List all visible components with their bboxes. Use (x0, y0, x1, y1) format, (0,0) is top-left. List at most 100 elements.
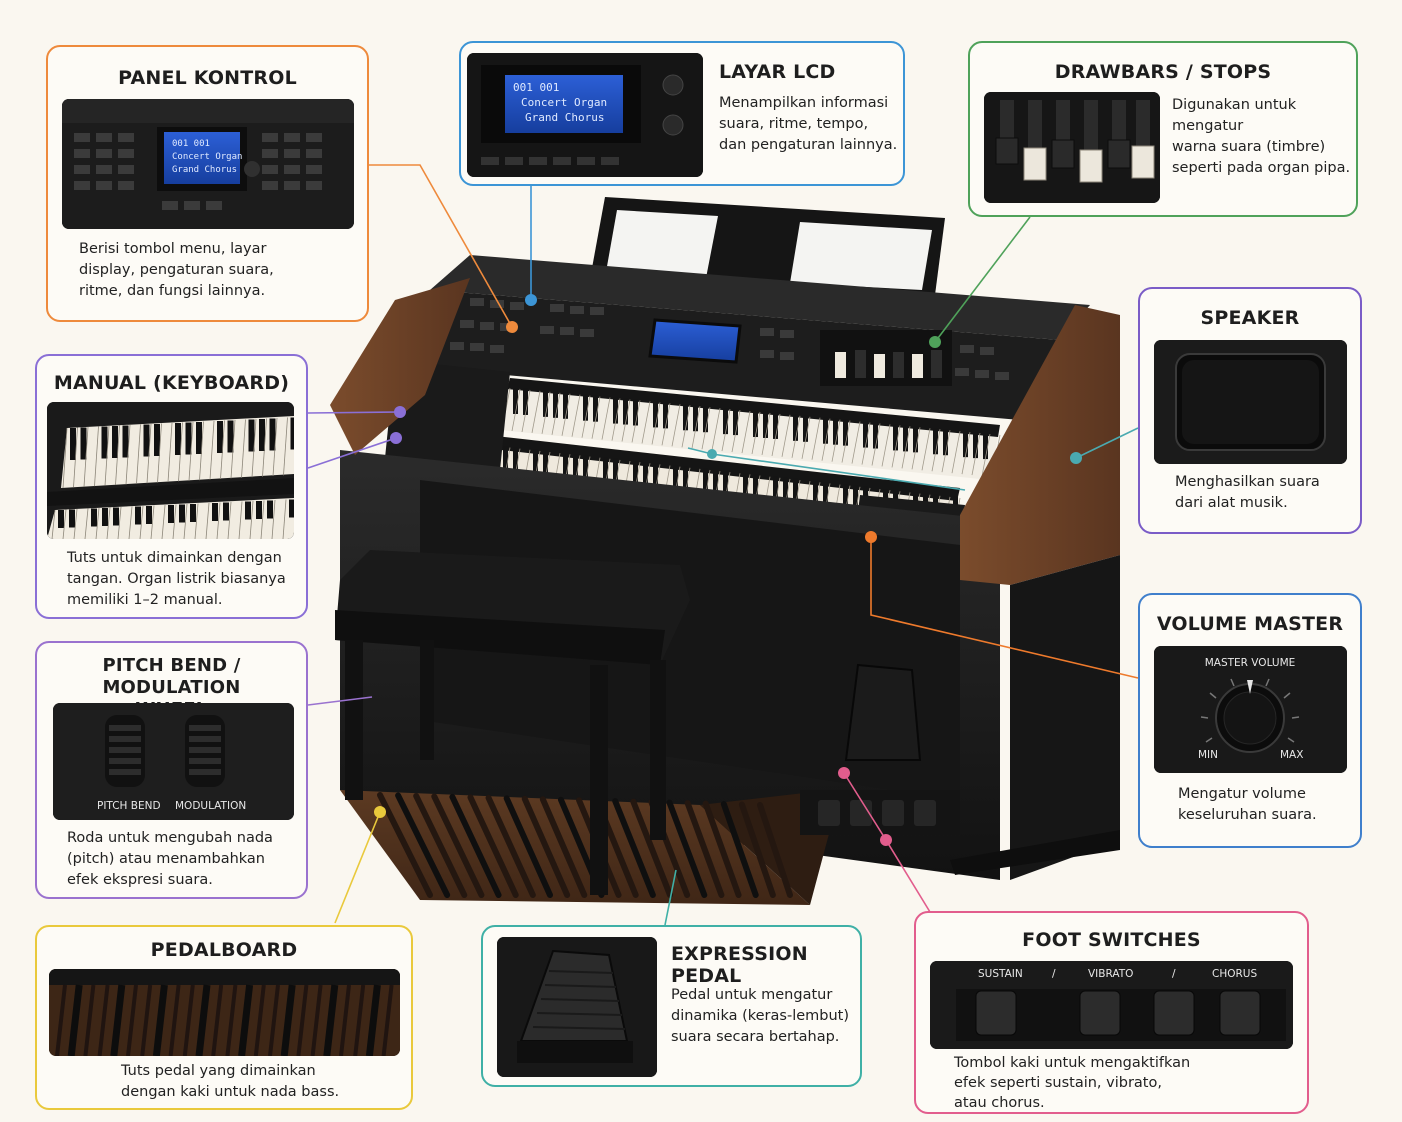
black-key (693, 405, 698, 432)
thumb-pedal-key (211, 984, 224, 1056)
black-key (963, 431, 968, 458)
card-volume-master: VOLUME MASTER MASTER VOLUME MIN MAX Meng… (1138, 593, 1362, 848)
black-key (553, 391, 558, 418)
organ-foot-switches (800, 790, 960, 835)
cabinet-right-side (1010, 555, 1120, 880)
key-line (581, 395, 591, 438)
black-key (943, 429, 948, 456)
thumb-key-line (106, 507, 111, 539)
cabinet-top (430, 255, 1090, 340)
thumb-black-key (196, 422, 202, 454)
card-title: VOLUME MASTER (1156, 613, 1344, 635)
thumb-key-line (188, 421, 194, 481)
thumb-key-line (161, 504, 166, 539)
thumb-black-key (179, 504, 185, 523)
black-key (613, 397, 618, 424)
key-line (601, 397, 611, 440)
black-key (673, 465, 678, 494)
key-line (621, 399, 631, 442)
thumb-pedal-key (268, 984, 280, 1056)
panel-kontrol-image: 001 001 Concert Organ Grand Chorus (62, 99, 354, 229)
thumb-black-key (168, 505, 174, 523)
thumb-key-line (73, 508, 78, 539)
pedal-key (503, 795, 553, 898)
thumb-black-key (175, 423, 181, 455)
thumb-pedal-key (55, 984, 67, 1056)
organ-expression-pedal (844, 663, 922, 761)
thumb-key-line (216, 502, 221, 539)
thumb-key-line (272, 417, 278, 477)
key-line (561, 393, 571, 436)
thumb-key-line (205, 502, 210, 539)
thumb-key-line (95, 507, 100, 539)
black-key (573, 454, 578, 482)
pedal-key (485, 794, 536, 898)
black-key (793, 414, 798, 441)
thumb-key-line (251, 418, 257, 478)
expression-pedal-image (497, 937, 657, 1077)
thumb-key-line (194, 503, 199, 539)
black-key (633, 399, 638, 426)
card-desc: Tuts untuk dimainkan dengan tangan. Orga… (67, 550, 286, 608)
thumb-black-key (217, 421, 223, 453)
switch-label-sustain: SUSTAIN (978, 968, 1023, 980)
black-key (913, 426, 918, 453)
card-title: SPEAKER (1200, 307, 1300, 329)
black-key (563, 453, 568, 481)
card-desc: Mengatur volume keseluruhan suara. (1178, 786, 1317, 823)
thumb-pedal-key (195, 984, 211, 1056)
thumb-key-line (249, 500, 254, 539)
thumb-key-line (104, 425, 110, 486)
thumb-pedal-key (280, 984, 296, 1056)
key-line (681, 405, 691, 448)
thumb-key-line (283, 417, 288, 476)
thumb-black-key (102, 508, 108, 526)
black-key (703, 406, 708, 433)
pedal-key (449, 793, 502, 898)
pedal-key (630, 798, 673, 898)
key-line (591, 396, 601, 439)
black-key (593, 395, 598, 422)
pedal-key (702, 800, 742, 898)
thumb-key-line (241, 419, 246, 478)
thumb-key-line (262, 418, 267, 477)
right-wood-panel (960, 305, 1120, 585)
black-key (753, 411, 758, 438)
black-key (583, 394, 588, 421)
black-key (513, 447, 518, 476)
layar-lcd-image: 001 001 Concert Organ Grand Chorus (467, 53, 703, 177)
pedal-key (467, 794, 519, 898)
thumb-key-line (73, 427, 78, 488)
card-panel-kontrol: PANEL KONTROL 001 001 Concert Organ Gran… (46, 45, 369, 322)
black-key (653, 401, 658, 428)
thumb-black-key (122, 425, 129, 458)
pedal-key (720, 801, 759, 898)
thumb-black-key (69, 509, 75, 528)
thumb-pedal-key (126, 984, 138, 1056)
thumb-black-key (143, 424, 150, 457)
key-line (541, 391, 551, 434)
key-line (711, 408, 721, 451)
thumb-key-line (199, 421, 204, 481)
card-desc: Pedal untuk mengatur dinamika (keras-lem… (671, 987, 850, 1045)
thumb-pedal-key (140, 984, 153, 1056)
thumb-black-key (190, 504, 196, 522)
black-key (823, 417, 828, 444)
black-key (863, 421, 868, 448)
key-line (671, 404, 681, 447)
key-line (741, 410, 751, 454)
card-drawbars: DRAWBARS / STOPS Digunakan untuk mengatu… (968, 41, 1358, 217)
card-desc: Roda untuk mengubah nada (pitch) atau me… (67, 830, 273, 888)
key-line (611, 398, 621, 441)
lcd-line1: 001 001 (513, 81, 559, 94)
thumb-key-line (271, 499, 276, 539)
black-key (893, 424, 898, 451)
lcd-line2: Concert Organ (521, 96, 607, 109)
thumb-black-key (290, 417, 294, 450)
thumb-pedal-key (225, 984, 238, 1056)
card-title: LAYAR LCD (719, 61, 836, 83)
thumb-black-key (256, 501, 262, 519)
thumb-pedal-key (67, 984, 83, 1056)
min-label: MIN (1198, 749, 1218, 761)
thumb-key-line (282, 499, 287, 539)
